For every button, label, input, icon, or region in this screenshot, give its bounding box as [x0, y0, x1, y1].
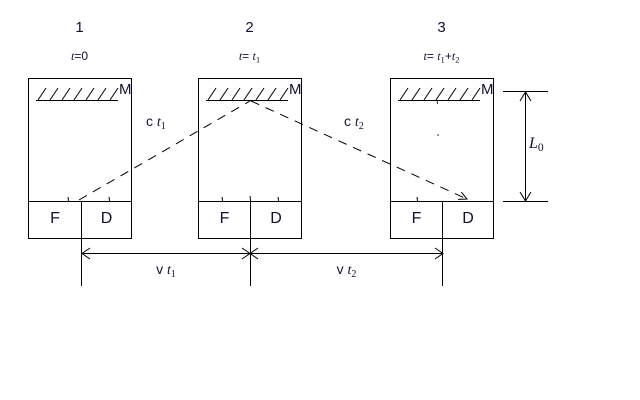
mirror-hatching-2 [207, 87, 289, 101]
time-value-2: t [252, 49, 256, 63]
time-eq-3: = [426, 49, 434, 63]
dim-sub-L: 0 [537, 142, 544, 155]
light-ray-down [250, 100, 467, 199]
panel-number-3: 3 [437, 19, 446, 36]
panel-number-1: 1 [75, 19, 84, 36]
time-var-2: t [238, 49, 243, 63]
time-value-sub-2: 1 [255, 54, 261, 65]
dim-sub-2: 2 [351, 268, 357, 280]
dim-prefix-1: v [156, 261, 164, 277]
ray-label-c-t1: c t1 [146, 114, 166, 132]
time-value-1: 0 [81, 49, 89, 63]
dim-label-L0: L0 [529, 136, 544, 155]
panel-time-label-1: t=0 [28, 50, 131, 62]
mirror-hatching-1 [37, 87, 119, 101]
panel-1-box [28, 78, 132, 286]
time-value2-sub-3: 2 [455, 54, 460, 65]
mirror-label-1: M [119, 81, 132, 98]
ray-label-c-t2: c t2 [344, 114, 364, 132]
ray-var-2: t [354, 115, 359, 130]
time-value-sub-3: 1 [440, 54, 445, 65]
mirror-hatching-3 [399, 87, 481, 101]
cell-label-D-2: D [270, 210, 282, 227]
mirror-label-2: M [289, 81, 302, 98]
cell-label-D-3: D [462, 210, 474, 227]
dim-var-1: t [166, 263, 171, 278]
dim-prefix-2: v [336, 261, 344, 277]
dim-label-v-t1: v t1 [82, 262, 250, 280]
mirror-label-3: M [481, 81, 494, 98]
ray-var-1: t [156, 115, 161, 130]
time-value-3: t [437, 49, 441, 63]
light-ray-up [78, 100, 251, 201]
dim-var-2: t [347, 263, 352, 278]
time-eq-2: = [242, 49, 250, 63]
vertical-dimension-L0 [503, 91, 548, 202]
time-var-1: t [70, 49, 75, 63]
panel-time-label-2: t= t1 [198, 50, 301, 64]
panel-3-box [390, 78, 494, 286]
panel-time-label-3: t= t1+t2 [390, 50, 493, 64]
ray-prefix-2: c [344, 113, 351, 129]
ray-sub-2: 2 [358, 120, 364, 132]
dim-var-L: L [529, 135, 538, 152]
cell-label-F-3: F [411, 210, 422, 227]
time-plus-3: + [444, 49, 452, 63]
panel-number-2: 2 [245, 19, 254, 36]
dim-label-v-t2: v t2 [250, 262, 443, 280]
time-var-3: t [423, 49, 427, 63]
dim-sub-1: 1 [170, 268, 176, 280]
time-eq-1: = [74, 49, 82, 63]
cell-label-D-1: D [100, 210, 113, 227]
cell-label-F-1: F [50, 210, 60, 227]
ray-sub-1: 1 [160, 120, 166, 132]
time-value2-3: t [451, 49, 456, 63]
panel-2-box [198, 78, 302, 286]
cell-label-F-2: F [219, 210, 230, 227]
ray-prefix-1: c [146, 113, 153, 129]
horizontal-dimension-line [81, 247, 444, 260]
